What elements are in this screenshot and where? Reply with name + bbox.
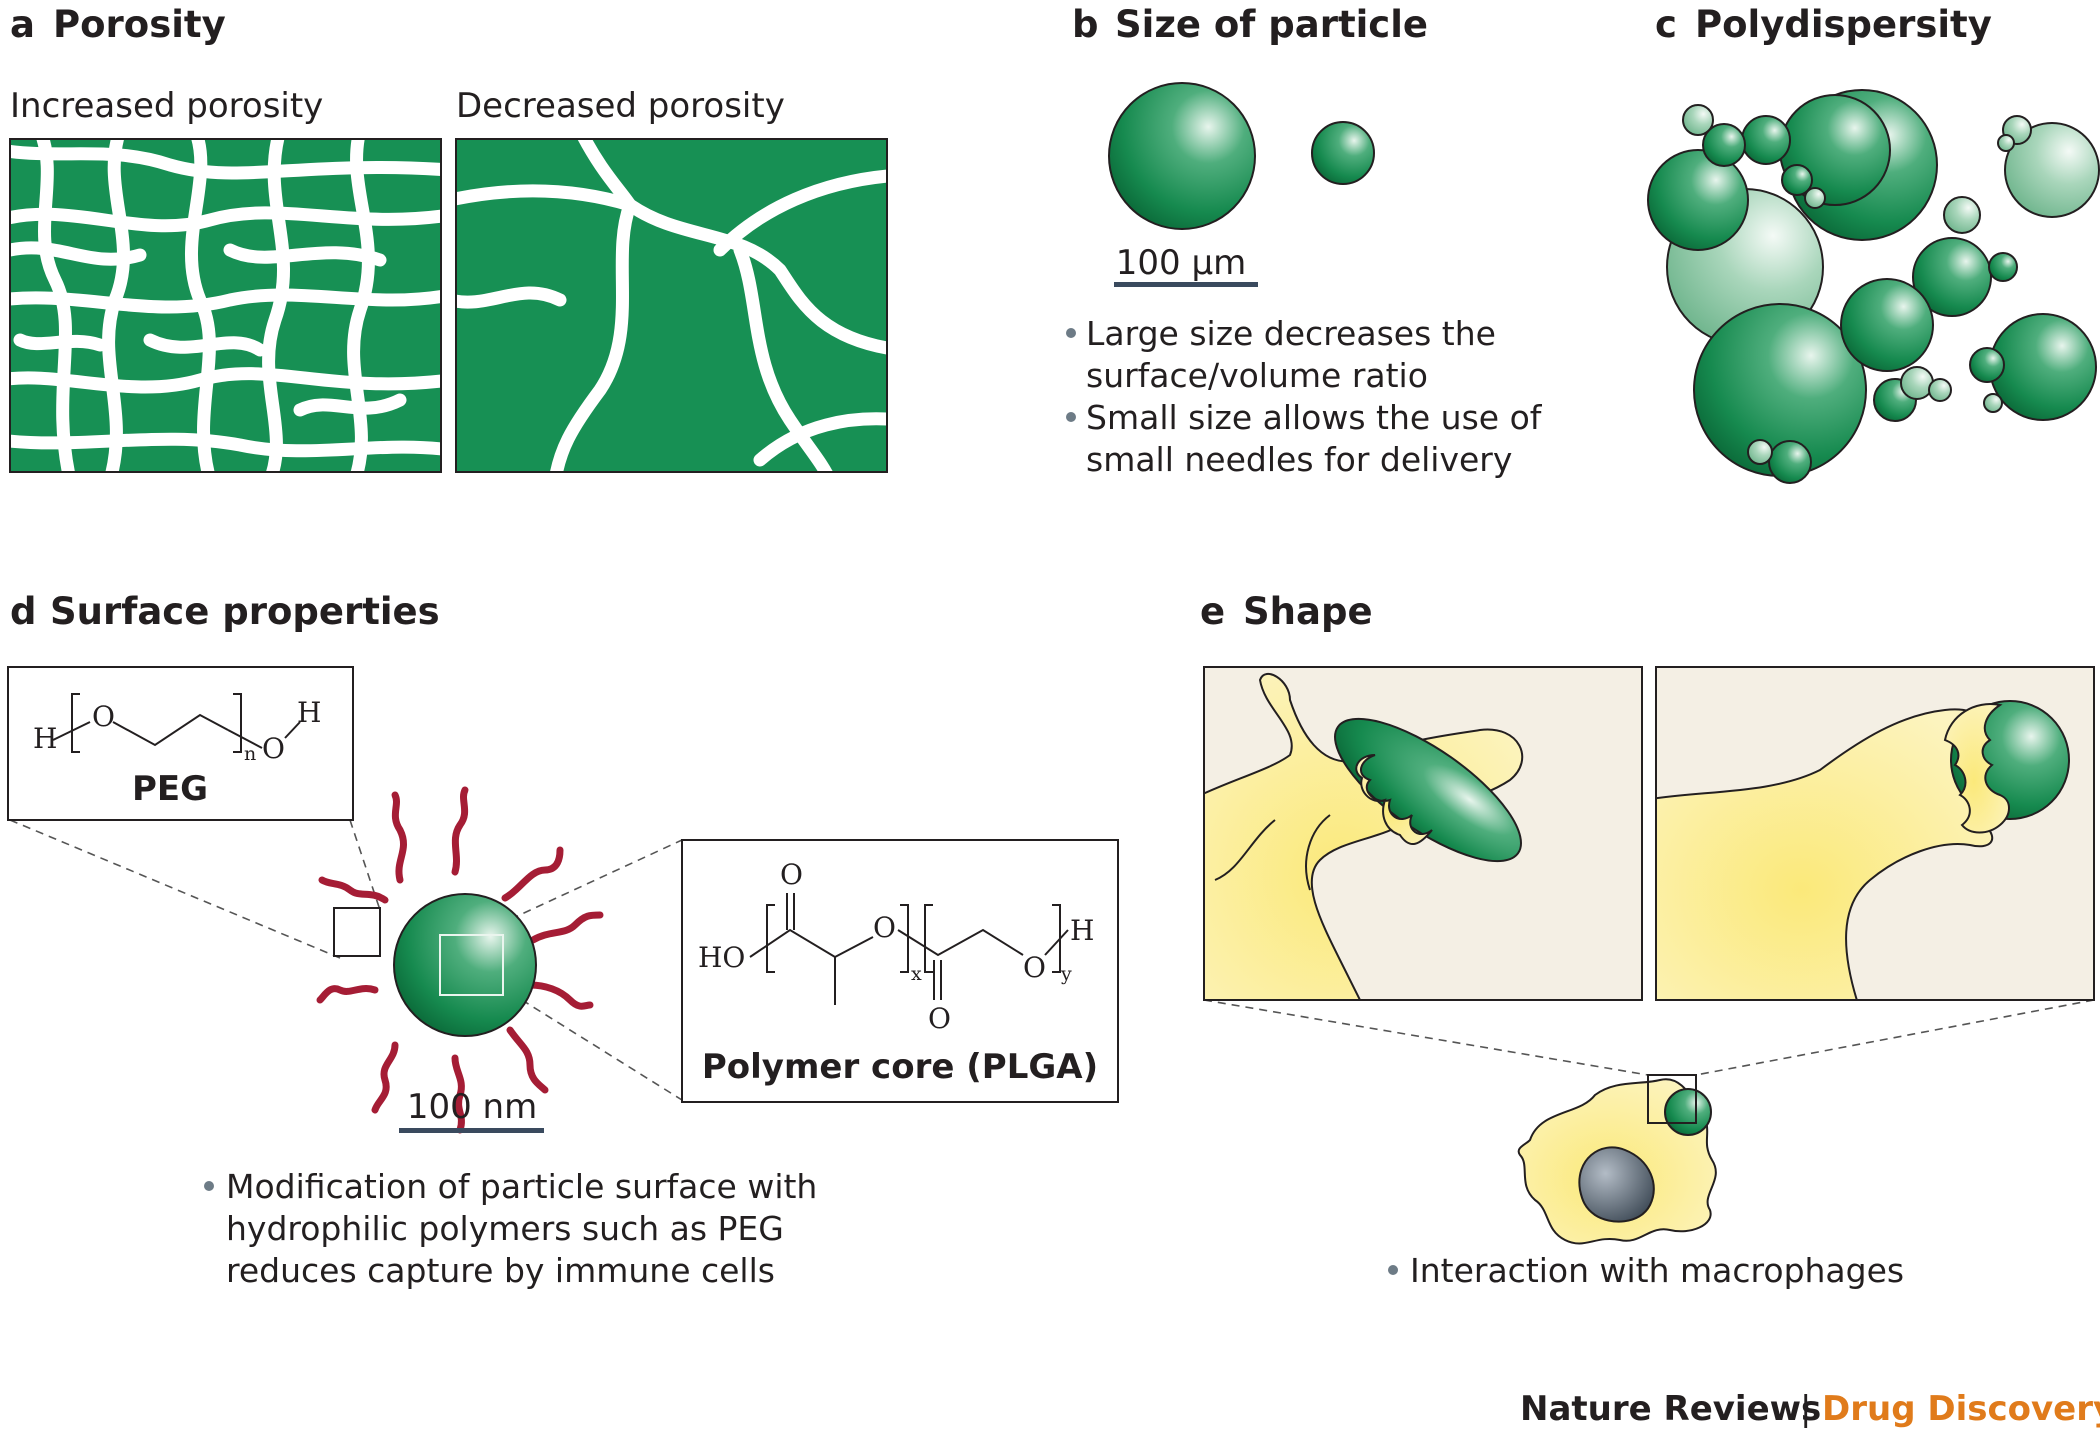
plga-h: H — [1070, 914, 1094, 947]
particle — [1943, 196, 1981, 234]
peg-oxygen-1: O — [92, 700, 115, 733]
particle — [1741, 115, 1791, 165]
macrophage-zoom-marker — [1647, 1074, 1697, 1124]
bullet-line: Large size decreases the — [1086, 314, 1496, 353]
scale-label-nm: 100 nm — [407, 1087, 537, 1127]
scale-label-um: 100 μm — [1116, 243, 1246, 283]
particle — [1988, 252, 2018, 282]
panel-e: e Shape In — [1200, 590, 2095, 1290]
bullet-line: Interaction with macrophages — [1410, 1251, 1904, 1290]
panel-b: b Size of particle 100 μm Large size dec… — [1066, 3, 1543, 479]
panel-c-title: Polydispersity — [1695, 3, 1992, 46]
particle — [1804, 187, 1826, 209]
bullet-line: surface/volume ratio — [1086, 356, 1428, 395]
peg-h-right: H — [297, 696, 321, 729]
footer-journal: Nature Reviews — [1520, 1389, 1821, 1429]
particle — [1983, 393, 2003, 413]
panel-a-title: Porosity — [53, 3, 226, 46]
macrophage-particle — [1664, 1088, 1712, 1136]
plga-ho: HO — [698, 941, 745, 974]
decreased-porosity-label: Decreased porosity — [456, 86, 785, 126]
particle — [1969, 347, 2005, 383]
core-zoom-marker — [439, 934, 504, 996]
bullet-dot — [1388, 1265, 1398, 1275]
particle — [1702, 123, 1746, 167]
plga-label: Polymer core (PLGA) — [702, 1047, 1098, 1087]
particle — [1747, 439, 1773, 465]
panel-e-bullets: Interaction with macrophages — [1388, 1251, 1904, 1290]
plga-x-subscript: x — [911, 963, 922, 985]
surface-zoom-marker — [333, 907, 381, 957]
peg-h-left: H — [33, 722, 57, 755]
particle — [1997, 134, 2015, 152]
panel-b-letter: b — [1072, 3, 1099, 46]
bullet-line: hydrophilic polymers such as PEG — [226, 1209, 784, 1248]
peg-n-subscript: n — [244, 743, 256, 765]
polydisperse-particles — [1647, 89, 2100, 484]
bullet-line: small needles for delivery — [1086, 440, 1512, 479]
bullet-line: Small size allows the use of — [1086, 398, 1543, 437]
panel-d-bullets: Modification of particle surface with hy… — [204, 1167, 817, 1290]
shape-elongated-box — [1204, 667, 1642, 1000]
scale-bar-um — [1114, 282, 1258, 287]
plga-oxygen-right: O — [1023, 951, 1046, 984]
decreased-porosity-mesh — [456, 139, 887, 472]
peg-label: PEG — [132, 769, 208, 809]
bullet-line: reduces capture by immune cells — [226, 1251, 775, 1290]
panel-b-bullets: Large size decreases the surface/volume … — [1066, 314, 1543, 479]
panel-e-letter: e — [1200, 590, 1225, 633]
panel-c-letter: c — [1655, 3, 1677, 46]
peg-chains — [316, 786, 604, 1134]
footer-separator: | — [1800, 1389, 1811, 1429]
nanoparticle — [393, 893, 537, 1037]
footer-section: Drug Discovery — [1822, 1389, 2100, 1429]
small-particle — [1311, 121, 1375, 185]
particle — [1647, 149, 1749, 251]
plga-oxygen-mid: O — [873, 911, 896, 944]
particle — [1989, 313, 2097, 421]
particle — [1768, 440, 1812, 484]
plga-structure-box: O HO O x O O y H Polymer core (PLGA) — [681, 839, 1119, 1103]
panel-d-letter: d — [10, 590, 37, 633]
plga-oxygen-top: O — [780, 858, 803, 891]
footer: Nature Reviews | Drug Discovery — [1520, 1389, 2100, 1429]
panel-c: c Polydispersity — [1647, 3, 2100, 484]
peg-structure-box: H O n O H PEG — [7, 666, 354, 821]
increased-porosity-label: Increased porosity — [10, 86, 323, 126]
increased-porosity-mesh — [10, 139, 441, 472]
bullet-dot — [1066, 412, 1076, 422]
panel-d-title: Surface properties — [50, 590, 440, 633]
particle — [2004, 122, 2100, 218]
plga-y-subscript: y — [1060, 963, 1072, 985]
peg-oxygen-2: O — [262, 732, 285, 765]
plga-oxygen-bottom: O — [928, 1002, 951, 1035]
particle — [1682, 104, 1714, 136]
particle — [1781, 164, 1813, 196]
shape-spherical-box — [1656, 667, 2094, 1000]
scale-bar-nm — [399, 1128, 544, 1133]
bullet-dot — [1066, 328, 1076, 338]
particle — [1900, 366, 1934, 400]
particle — [1928, 378, 1952, 402]
panel-a-letter: a — [10, 3, 35, 46]
bullet-line: Modification of particle surface with — [226, 1167, 817, 1206]
panel-e-title: Shape — [1243, 590, 1373, 633]
large-particle — [1108, 82, 1256, 230]
bullet-dot — [204, 1181, 214, 1191]
macrophage — [1517, 1074, 1717, 1245]
particle — [1912, 237, 1992, 317]
macrophage-nucleus — [1578, 1146, 1655, 1223]
panel-d: d Surface properties H O n O H PEG O — [7, 590, 1119, 1290]
particle — [1840, 278, 1934, 372]
panel-a: a Porosity Increased porosity Decreased … — [9, 3, 888, 473]
panel-b-title: Size of particle — [1115, 3, 1428, 46]
